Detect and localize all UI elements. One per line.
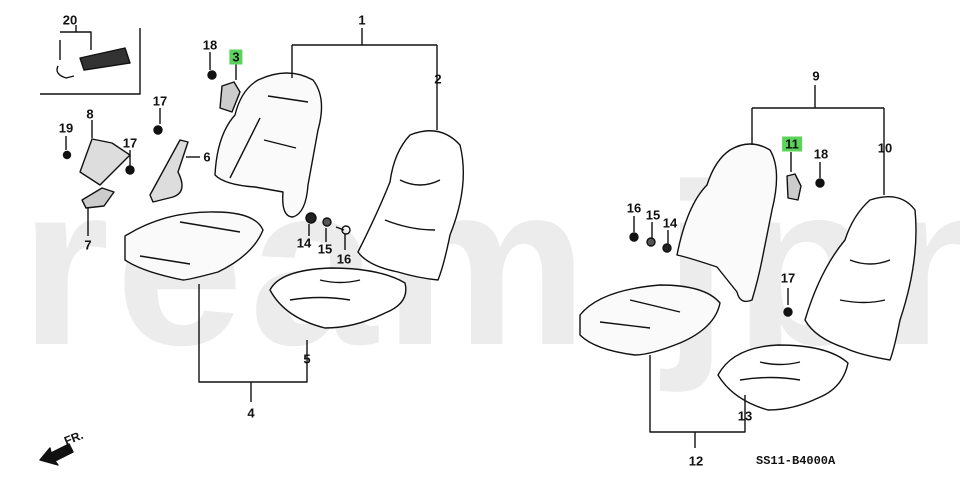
bolt-18b xyxy=(815,178,825,188)
diagram-code: SS11-B4000A xyxy=(756,454,836,468)
callout-1[interactable]: 1 xyxy=(358,12,366,28)
seat-cushion-frame-left xyxy=(124,211,264,281)
callout-18[interactable]: 18 xyxy=(202,37,218,53)
callout-20[interactable]: 20 xyxy=(62,12,78,28)
leader-20 xyxy=(59,25,92,60)
bolt-19 xyxy=(62,150,72,160)
washer-15 xyxy=(322,217,332,227)
part-7-cover xyxy=(81,187,115,209)
bolt-17c xyxy=(783,307,793,317)
callout-6[interactable]: 6 xyxy=(203,149,211,165)
callout-2[interactable]: 2 xyxy=(434,71,442,87)
callout-13[interactable]: 13 xyxy=(737,408,753,424)
part-3-clip xyxy=(219,81,241,113)
callout-11-highlighted[interactable]: 11 xyxy=(782,136,802,152)
nut-14b xyxy=(662,243,672,253)
callout-16b[interactable]: 16 xyxy=(626,200,642,216)
callout-15[interactable]: 15 xyxy=(317,241,333,257)
callout-17[interactable]: 17 xyxy=(152,93,168,109)
leader-4-5 xyxy=(198,284,308,402)
seat-cushion-frame-right xyxy=(579,284,721,356)
callout-3-highlighted[interactable]: 3 xyxy=(229,49,243,65)
nut-14 xyxy=(305,212,317,224)
seat-back-cover-left xyxy=(357,130,464,281)
inset-frame xyxy=(40,28,141,95)
seat-back-frame-right xyxy=(676,143,778,303)
callout-15b[interactable]: 15 xyxy=(645,207,661,223)
callout-14b[interactable]: 14 xyxy=(662,215,678,231)
callout-7[interactable]: 7 xyxy=(84,237,92,253)
callout-19[interactable]: 19 xyxy=(58,120,74,136)
bolt-18 xyxy=(207,70,217,80)
bolt-16b xyxy=(629,232,639,242)
leader-9-10 xyxy=(751,85,885,195)
front-arrow-icon xyxy=(39,443,74,466)
seat-back-frame-left xyxy=(214,72,323,218)
leader-1-2 xyxy=(291,28,438,130)
bolt-17 xyxy=(153,125,163,135)
callout-9[interactable]: 9 xyxy=(812,68,820,84)
callout-17c[interactable]: 17 xyxy=(780,270,796,286)
part-11-clip xyxy=(786,173,802,201)
callout-4[interactable]: 4 xyxy=(247,405,255,421)
callout-17b[interactable]: 17 xyxy=(122,135,138,151)
callout-10[interactable]: 10 xyxy=(877,140,893,156)
part-6-recliner xyxy=(149,139,189,203)
part-8-bracket xyxy=(79,138,131,186)
washer-15b xyxy=(646,237,656,247)
callout-12[interactable]: 12 xyxy=(688,453,704,469)
callout-16[interactable]: 16 xyxy=(336,251,352,267)
seat-back-cover-right xyxy=(804,196,917,361)
callout-8[interactable]: 8 xyxy=(86,106,94,122)
part-20-trim xyxy=(56,47,131,79)
callout-14[interactable]: 14 xyxy=(296,235,312,251)
leader-12-13 xyxy=(649,355,746,448)
callout-18b[interactable]: 18 xyxy=(813,146,829,162)
callout-5[interactable]: 5 xyxy=(303,351,311,367)
bolt-17b xyxy=(125,165,135,175)
